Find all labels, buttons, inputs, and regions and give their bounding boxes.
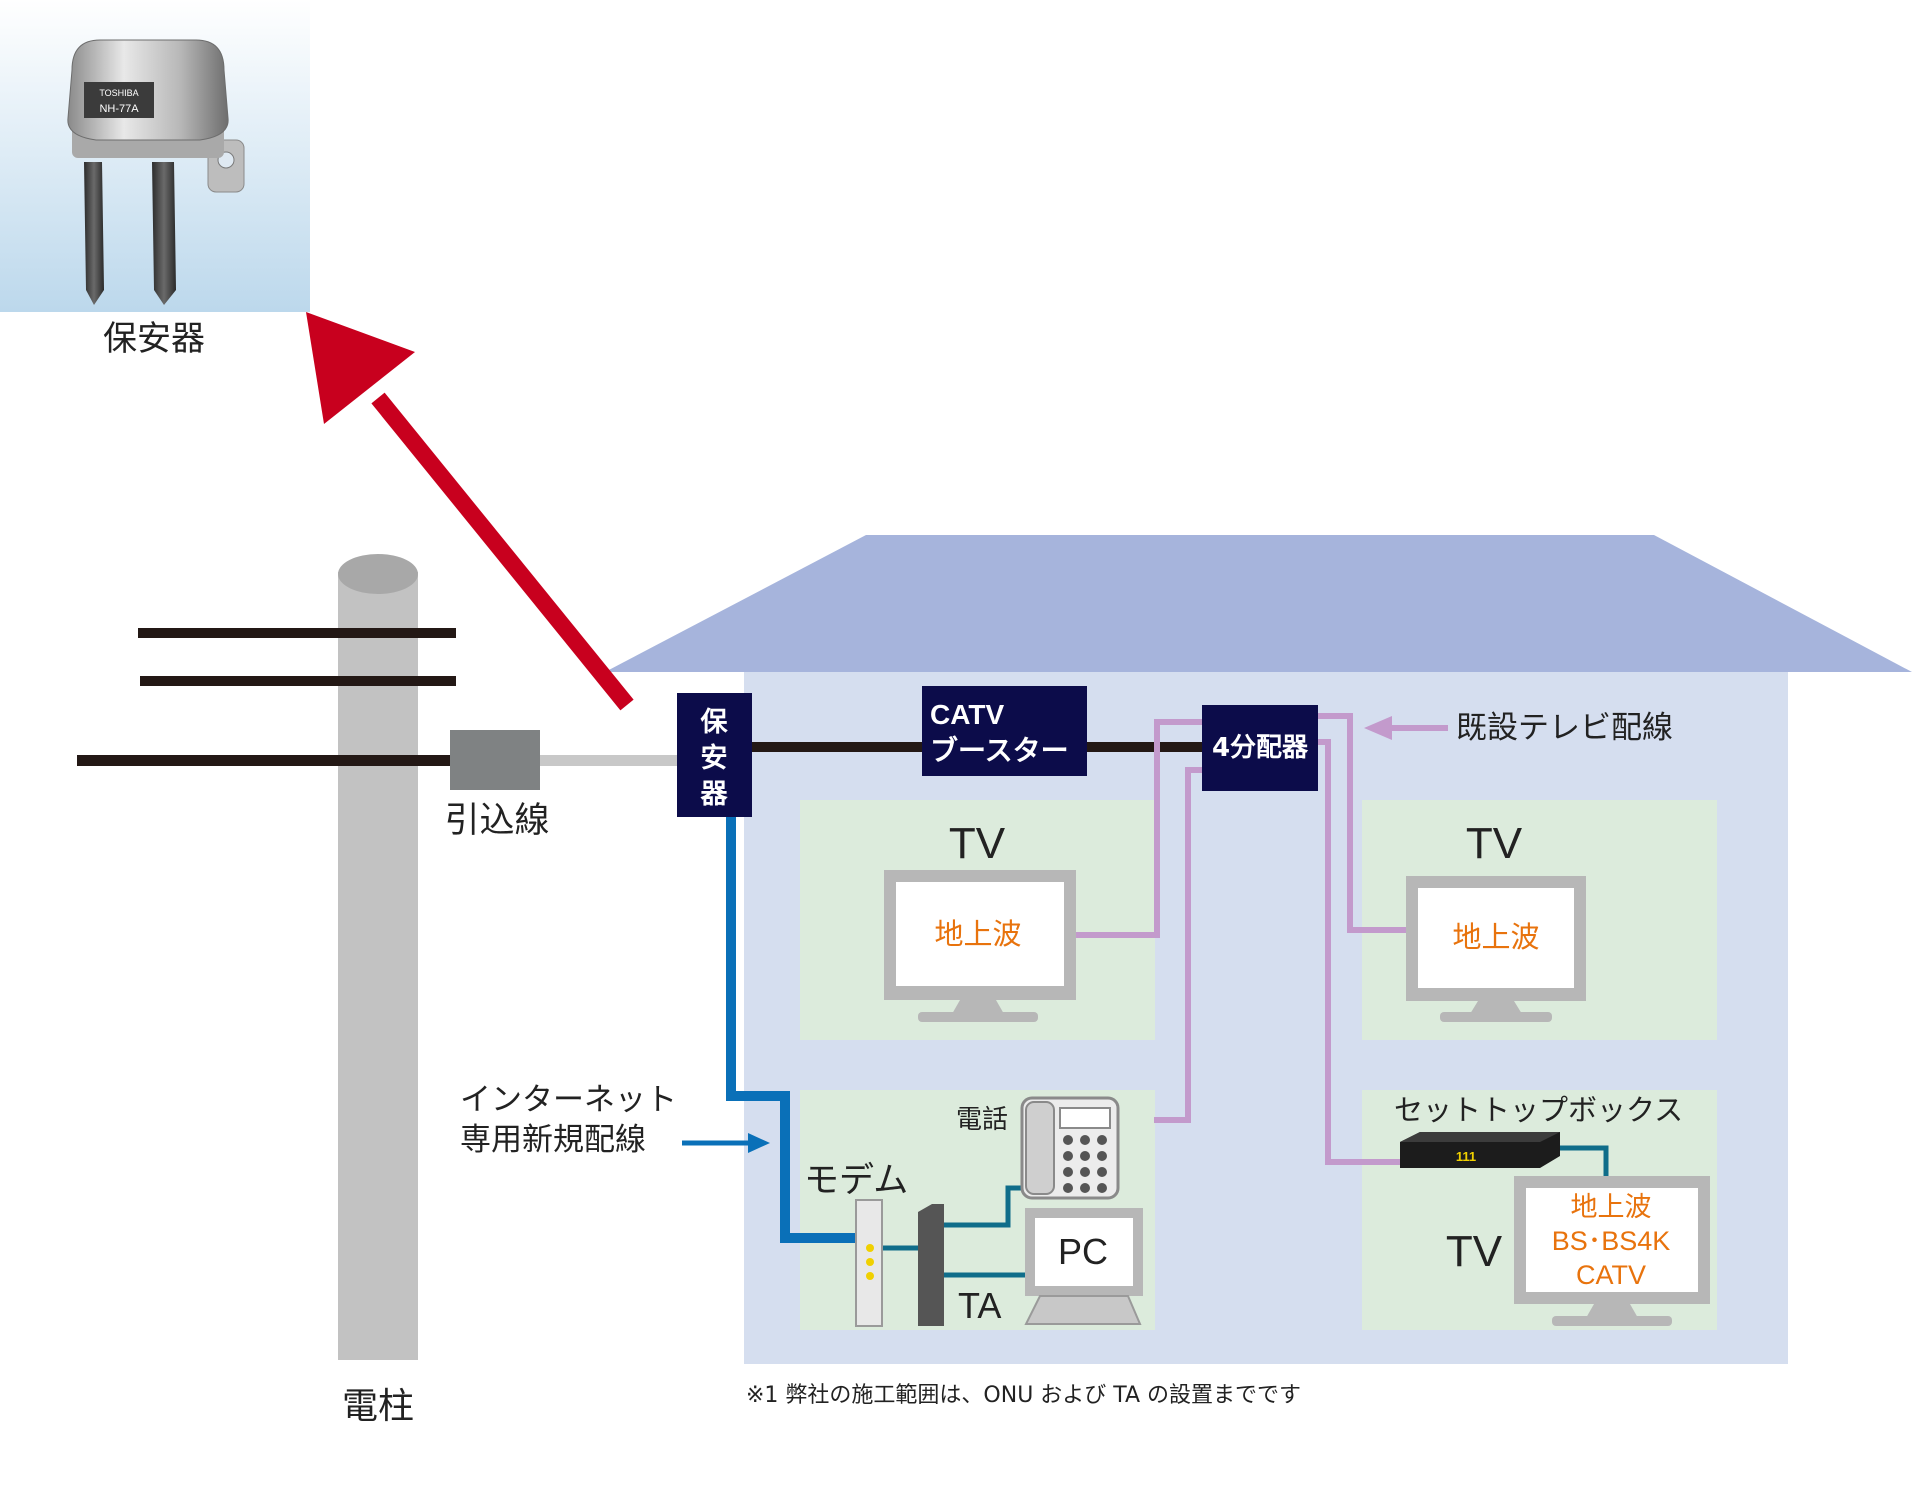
- red-arrow-head: [306, 312, 415, 424]
- protector-box-line3: 器: [700, 779, 729, 810]
- tv-screen-text-tl: 地上波: [934, 917, 1021, 951]
- protector-leg-right: [152, 162, 176, 305]
- internet-arrow-head: [748, 1133, 770, 1153]
- ta-label: TA: [958, 1285, 1001, 1326]
- protector-brand: TOSHIBA: [99, 88, 138, 98]
- tv-neck-tr: [1470, 1001, 1522, 1014]
- set-top-box-top: [1400, 1132, 1560, 1142]
- tv-room-top-right: TV 地上波: [1406, 819, 1586, 1022]
- tv-screen-br-line2: BS･BS4K: [1552, 1226, 1671, 1256]
- booster-line1: CATV: [930, 699, 1004, 730]
- tv-neck-tl: [952, 1000, 1004, 1014]
- tv-room-top-left: TV 地上波: [884, 819, 1076, 1022]
- modem-led-3: [866, 1272, 874, 1280]
- stb-display: 111: [1456, 1149, 1476, 1164]
- pole-label: 電柱: [342, 1386, 414, 1427]
- tv-stand-tl: [918, 1012, 1038, 1022]
- network-room: 電話 モデム TA PC: [804, 1096, 1143, 1327]
- ta-device: [918, 1204, 944, 1326]
- protector-leg-left: [84, 162, 104, 305]
- tv-stand-br: [1552, 1316, 1672, 1326]
- modem-led-2: [866, 1258, 874, 1266]
- drop-wire-connector: [450, 730, 540, 790]
- pole-top: [338, 554, 418, 594]
- stb-room: セットトップボックス 111 TV 地上波 BS･BS4K CATV: [1394, 1093, 1710, 1326]
- overhead-wire-2: [140, 676, 456, 686]
- tv-title-br: TV: [1446, 1227, 1503, 1276]
- protector-photo: TOSHIBA NH-77A 保安器: [0, 0, 310, 359]
- tv-stand-tr: [1440, 1012, 1552, 1022]
- protector-box-line2: 安: [701, 743, 728, 774]
- protector-box-line1: 保: [700, 707, 729, 738]
- footnote: ※1 弊社の施工範囲は、ONU および TA の設置までです: [746, 1383, 1301, 1408]
- internet-fiber-line: [726, 815, 858, 1243]
- internet-line-label-1: インターネット: [460, 1082, 677, 1118]
- tv-screen-tl: [896, 882, 1064, 986]
- existing-tv-wiring: [1076, 713, 1406, 1165]
- house-roof: [605, 535, 1912, 672]
- telephone-icon: [1020, 1096, 1120, 1200]
- drop-wire-line: [538, 755, 678, 766]
- pc-icon: [1024, 1208, 1143, 1325]
- tv-wire-room-tr: [1318, 713, 1406, 933]
- red-arrow-shaft: [371, 392, 634, 711]
- overhead-wire-3: [77, 755, 453, 766]
- overhead-wire-1: [138, 628, 456, 638]
- existing-wiring-label: 既設テレビ配線: [1456, 710, 1673, 746]
- tv-screen-text-tr: 地上波: [1452, 920, 1539, 954]
- splitter-label: 4分配器: [1212, 733, 1309, 763]
- booster-line2: ブースター: [930, 734, 1069, 767]
- catv-booster-box: CATV ブースター: [922, 686, 1087, 776]
- splitter-box: 4分配器: [1202, 705, 1318, 791]
- drop-wire-label: 引込線: [444, 801, 549, 841]
- tv-title-tl: TV: [949, 819, 1006, 868]
- pc-label: PC: [1058, 1231, 1108, 1272]
- tv-screen-tr: [1418, 888, 1574, 988]
- modem-led-1: [866, 1244, 874, 1252]
- protector-nameplate: [84, 82, 154, 118]
- internet-line-label-2: 専用新規配線: [460, 1122, 646, 1158]
- protector-photo-caption: 保安器: [103, 319, 205, 359]
- tv-screen-br-line1: 地上波: [1571, 1192, 1652, 1223]
- existing-wiring-arrow-head: [1364, 716, 1392, 740]
- tv-wire-room-tl: [1076, 719, 1202, 938]
- utility-pole: [338, 572, 418, 1360]
- protector-box: 保 安 器: [677, 693, 752, 817]
- tv-screen-br: [1526, 1188, 1698, 1292]
- protector-model: NH-77A: [99, 103, 139, 115]
- tv-wire-stb: [1318, 739, 1400, 1165]
- modem-label: モデム: [804, 1161, 908, 1201]
- phone-label: 電話: [956, 1105, 1008, 1135]
- tv-screen-br-line3: CATV: [1576, 1260, 1646, 1290]
- tv-neck-br: [1586, 1304, 1638, 1318]
- tv-wire-phone: [1154, 767, 1202, 1123]
- ta-to-phone-line: [940, 1185, 1024, 1228]
- stb-label: セットトップボックス: [1394, 1093, 1683, 1127]
- tv-title-tr: TV: [1466, 819, 1523, 868]
- ta-wiring: [870, 1145, 1609, 1278]
- stb-to-tv-line: [1558, 1145, 1609, 1176]
